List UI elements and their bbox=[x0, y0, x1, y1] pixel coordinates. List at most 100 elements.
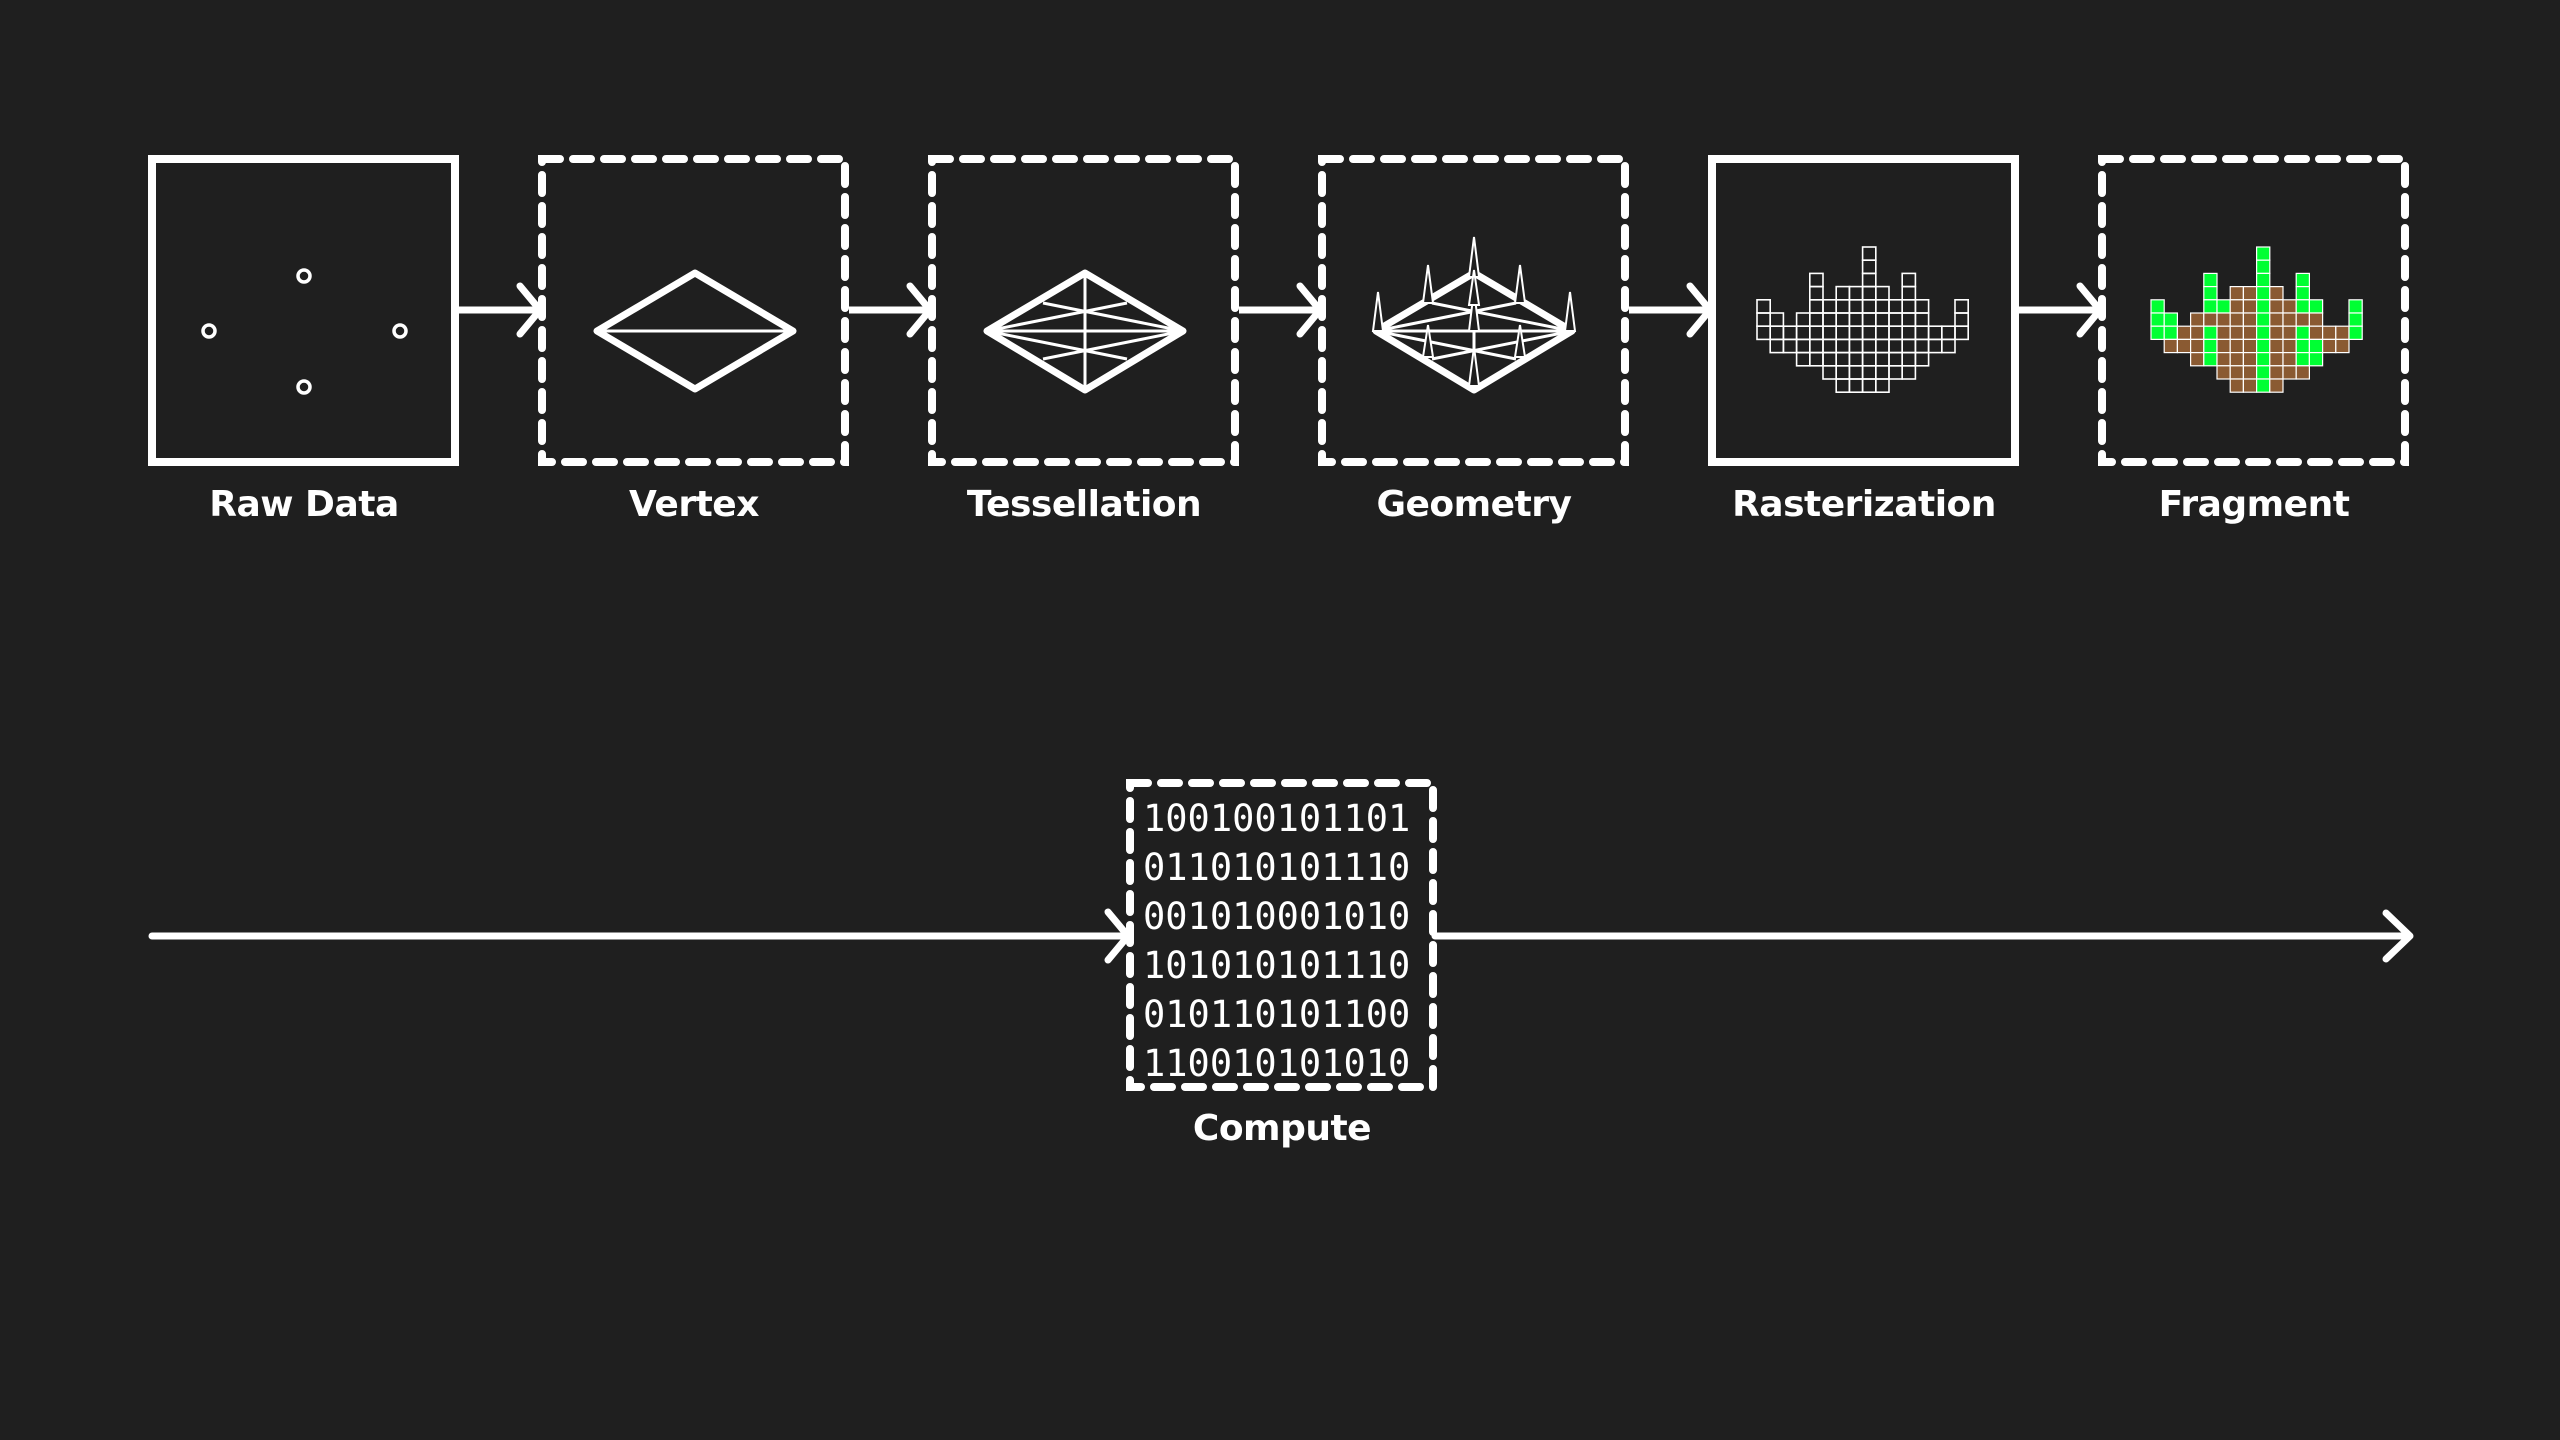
pixel-cell bbox=[2269, 312, 2284, 327]
pixel-cell bbox=[2269, 299, 2284, 314]
arrow-icon bbox=[459, 282, 544, 338]
pixel-cell bbox=[1861, 378, 1877, 393]
pixel-cell bbox=[1954, 312, 1969, 327]
pixel-cell bbox=[1756, 325, 1771, 341]
pixel-cell bbox=[2256, 259, 2271, 275]
pixel-cell bbox=[1795, 351, 1811, 367]
binary-line: 110010101010 bbox=[1143, 1042, 1411, 1085]
pixel-cell bbox=[2322, 325, 2337, 341]
point-icon bbox=[201, 323, 217, 339]
binary-line: 011010101110 bbox=[1143, 846, 1411, 889]
pixel-cell bbox=[2282, 325, 2297, 341]
stage-box-vertex bbox=[538, 155, 849, 466]
pixel-cell bbox=[2295, 312, 2310, 327]
pixel-cell bbox=[1875, 312, 1890, 327]
pixel-cell bbox=[1914, 338, 1930, 354]
arrow-icon bbox=[849, 282, 934, 338]
pixel-cell bbox=[1901, 312, 1917, 327]
pixel-cell bbox=[2190, 338, 2205, 354]
stage-label-geometry: Geometry bbox=[1376, 484, 1572, 525]
point-icon bbox=[296, 379, 312, 395]
pixel-cell bbox=[1809, 272, 1824, 288]
pixel-cell bbox=[1809, 312, 1824, 327]
pixel-cell bbox=[1822, 298, 1837, 314]
pixel-cell bbox=[2308, 352, 2324, 367]
pixel-cell bbox=[2229, 352, 2244, 367]
pixel-cell bbox=[1848, 325, 1864, 341]
pixel-cell bbox=[1756, 298, 1771, 314]
pixel-cell bbox=[2203, 299, 2218, 314]
pixel-cell bbox=[2163, 312, 2178, 327]
pixel-cell bbox=[2203, 352, 2218, 367]
pixel-cell bbox=[1861, 351, 1877, 367]
pixel-cell bbox=[2256, 286, 2271, 301]
pixel-cell bbox=[1875, 364, 1890, 380]
spike-icon bbox=[1513, 264, 1527, 304]
pixel-cell bbox=[2242, 299, 2258, 314]
pixel-cell bbox=[2229, 325, 2244, 341]
pixel-cell bbox=[1861, 246, 1877, 261]
pixel-cell bbox=[2308, 299, 2324, 314]
pixel-cell bbox=[2203, 338, 2218, 354]
pixel-cell bbox=[2242, 365, 2258, 380]
spiked-mesh-icon bbox=[1371, 236, 1577, 394]
compute-stage bbox=[148, 779, 2414, 1091]
pixel-cell bbox=[1914, 298, 1930, 314]
pixel-cell bbox=[2176, 338, 2192, 354]
pixel-cell bbox=[2295, 299, 2310, 314]
stage-label-rasterization: Rasterization bbox=[1732, 484, 1996, 525]
pixel-cell bbox=[2216, 299, 2231, 314]
pixel-cell bbox=[2322, 338, 2337, 354]
pixel-cell bbox=[1888, 351, 1903, 367]
pixel-cell bbox=[1888, 364, 1903, 380]
pixel-cell bbox=[2295, 338, 2310, 354]
pixel-cell bbox=[2256, 299, 2271, 314]
pixel-cell bbox=[1848, 338, 1864, 354]
pixel-cell bbox=[1848, 364, 1864, 380]
pixel-cell bbox=[1769, 312, 1785, 327]
spike-icon bbox=[1371, 291, 1385, 332]
pixel-cell bbox=[2242, 286, 2258, 301]
binary-line: 100100101101 bbox=[1143, 797, 1411, 840]
pixel-cell bbox=[1809, 351, 1824, 367]
pixel-cell bbox=[2269, 352, 2284, 367]
stage-label-vertex: Vertex bbox=[629, 484, 759, 525]
pixel-cell bbox=[1941, 325, 1956, 341]
pixel-cell bbox=[1927, 325, 1943, 341]
pixel-cell bbox=[1769, 325, 1785, 341]
pixel-cell bbox=[1914, 351, 1930, 367]
diamond-icon bbox=[593, 269, 797, 393]
pixel-cell bbox=[2242, 338, 2258, 354]
pixel-cell bbox=[2216, 365, 2231, 380]
pixel-cell bbox=[1822, 364, 1837, 380]
arrow-icon bbox=[2019, 282, 2104, 338]
pixel-cell bbox=[1861, 312, 1877, 327]
pixel-cell bbox=[2190, 325, 2205, 341]
pixel-cell bbox=[1901, 325, 1917, 341]
pixel-cell bbox=[1835, 338, 1851, 354]
pixel-cell bbox=[1822, 338, 1837, 354]
pixel-cell bbox=[1901, 338, 1917, 354]
pixel-cell bbox=[1835, 312, 1851, 327]
pixel-cell bbox=[2335, 325, 2350, 341]
pixel-cell bbox=[2295, 325, 2310, 341]
pixel-cell bbox=[1861, 259, 1877, 275]
pixel-cell bbox=[2203, 312, 2218, 327]
pixel-cell bbox=[1809, 298, 1824, 314]
spike-icon bbox=[1467, 346, 1481, 387]
tessellated-diamond-icon bbox=[983, 269, 1187, 394]
pixel-cell bbox=[2242, 312, 2258, 327]
pixel-cell bbox=[1782, 338, 1798, 354]
pixel-cell bbox=[2256, 325, 2271, 341]
pixel-cell bbox=[2190, 312, 2205, 327]
pixel-cell bbox=[2176, 325, 2192, 341]
pixel-cell bbox=[1835, 298, 1851, 314]
pixel-cell bbox=[2295, 286, 2310, 301]
pixel-cell bbox=[2190, 352, 2205, 367]
pixel-cell bbox=[1756, 312, 1771, 327]
pixel-cell bbox=[2256, 378, 2271, 393]
pixel-cell bbox=[1875, 298, 1890, 314]
spike-icon bbox=[1563, 291, 1577, 332]
pixel-cell bbox=[2348, 312, 2363, 327]
pixel-cell bbox=[2256, 272, 2271, 288]
